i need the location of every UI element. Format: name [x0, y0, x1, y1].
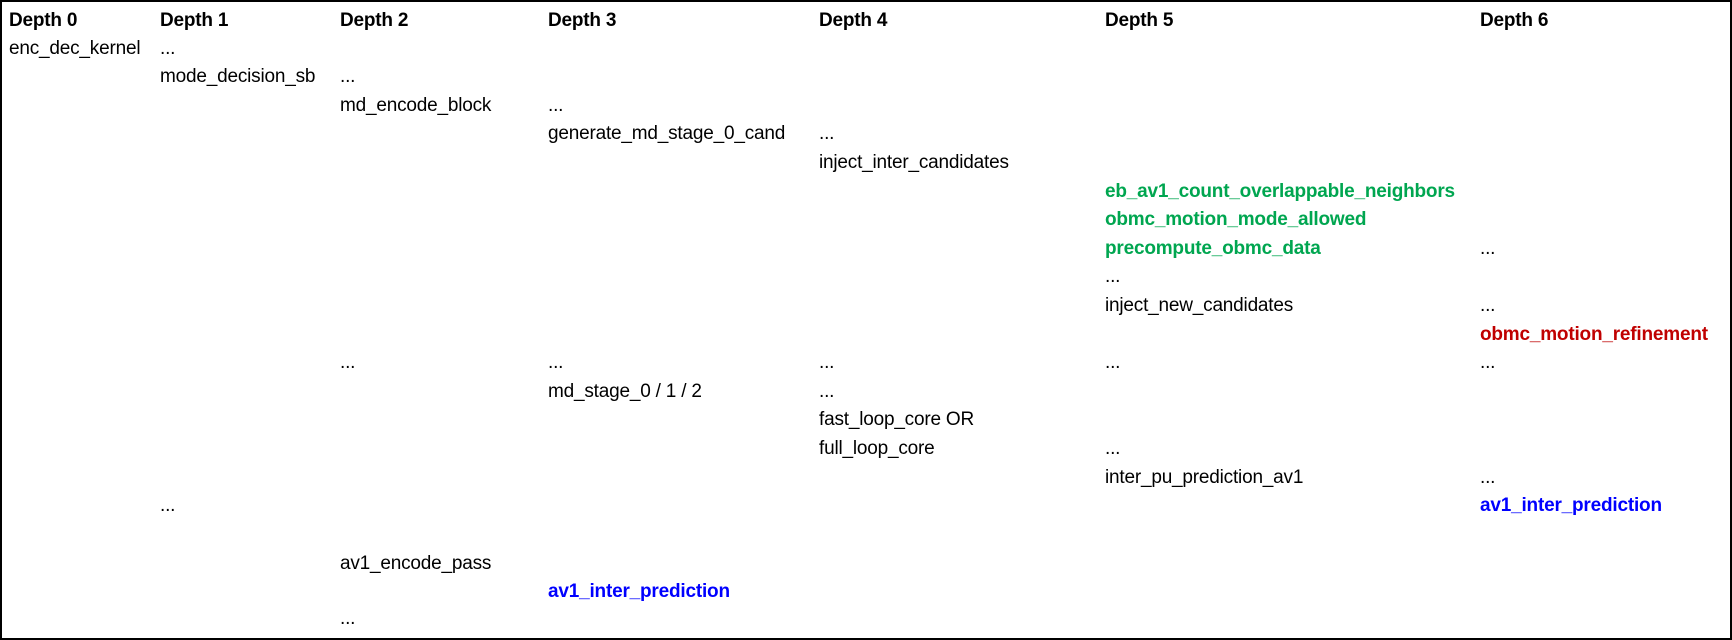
ellipsis-cell: ...	[340, 66, 356, 87]
cell-eb-av1-count-overlappable-neighbors: eb_av1_count_overlappable_neighbors	[1105, 181, 1455, 202]
ellipsis-cell: ...	[819, 381, 835, 402]
header-depth-5: Depth 5	[1105, 10, 1174, 31]
ellipsis-cell: ...	[1480, 295, 1496, 316]
ellipsis-cell: ...	[1105, 266, 1121, 287]
ellipsis-cell: ...	[340, 352, 356, 373]
ellipsis-cell: ...	[548, 95, 564, 116]
header-depth-2: Depth 2	[340, 10, 409, 31]
cell-mode-decision-sb: mode_decision_sb	[160, 66, 316, 87]
cell-md-encode-block: md_encode_block	[340, 95, 492, 116]
cell-full-loop-core: full_loop_core	[819, 438, 935, 459]
cell-md-stage-0-1-2: md_stage_0 / 1 / 2	[548, 381, 702, 402]
ellipsis-cell: ...	[819, 123, 835, 144]
ellipsis-cell: ...	[160, 38, 176, 59]
header-depth-1: Depth 1	[160, 10, 229, 31]
cell-inter-pu-prediction-av1: inter_pu_prediction_av1	[1105, 467, 1304, 488]
cell-generate-md-stage-0-cand: generate_md_stage_0_cand	[548, 123, 786, 144]
ellipsis-cell: ...	[819, 352, 835, 373]
cell-obmc-motion-refinement: obmc_motion_refinement	[1480, 324, 1708, 345]
cell-inject-inter-candidates: inject_inter_candidates	[819, 152, 1009, 173]
ellipsis-cell: ...	[340, 608, 356, 629]
cell-obmc-motion-mode-allowed: obmc_motion_mode_allowed	[1105, 209, 1367, 230]
cell-precompute-obmc-data: precompute_obmc_data	[1105, 238, 1321, 259]
header-depth-0: Depth 0	[9, 10, 78, 31]
cell-inject-new-candidates: inject_new_candidates	[1105, 295, 1294, 316]
ellipsis-cell: ...	[1105, 352, 1121, 373]
ellipsis-cell: ...	[1480, 467, 1496, 488]
header-depth-4: Depth 4	[819, 10, 888, 31]
ellipsis-cell: ...	[160, 495, 176, 516]
cell-av1-inter-prediction-depth6: av1_inter_prediction	[1480, 495, 1662, 516]
ellipsis-cell: ...	[1480, 238, 1496, 259]
ellipsis-cell: ...	[548, 352, 564, 373]
ellipsis-cell: ...	[1480, 352, 1496, 373]
header-depth-3: Depth 3	[548, 10, 617, 31]
cell-av1-inter-prediction-depth3: av1_inter_prediction	[548, 581, 730, 602]
cell-av1-encode-pass: av1_encode_pass	[340, 553, 492, 574]
cell-enc-dec-kernel: enc_dec_kernel	[9, 38, 141, 59]
ellipsis-cell: ...	[1105, 438, 1121, 459]
cell-fast-loop-core-or: fast_loop_core OR	[819, 409, 975, 430]
header-depth-6: Depth 6	[1480, 10, 1549, 31]
